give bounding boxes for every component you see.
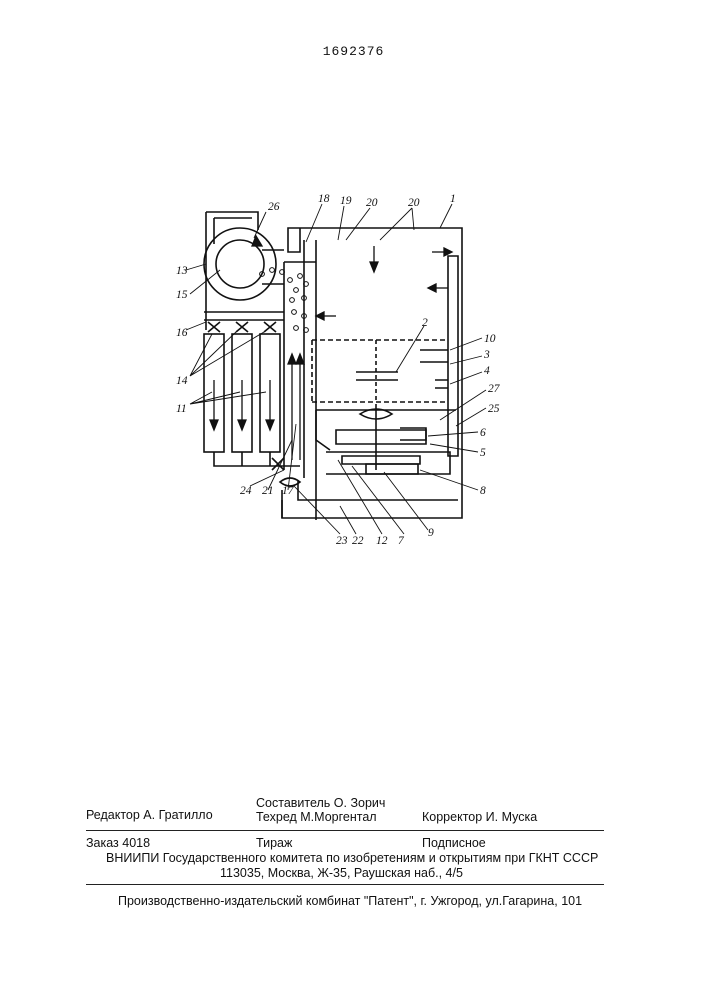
figure-label: 20 — [366, 197, 378, 209]
figure-label: 13 — [176, 265, 188, 277]
figure-label: 20 — [408, 197, 420, 209]
address: 113035, Москва, Ж-35, Раушская наб., 4/5 — [220, 866, 463, 880]
figure-label: 27 — [488, 383, 501, 395]
figure-label: 10 — [484, 333, 496, 345]
compiler: Составитель О. Зорич — [256, 796, 385, 810]
figure-label: 2 — [422, 317, 428, 329]
corrector: Корректор И. Муска — [422, 810, 537, 824]
figure-label: 3 — [483, 349, 490, 361]
figure-label: 8 — [480, 485, 486, 497]
editor: Редактор А. Гратилло — [86, 808, 213, 822]
figure-label: 18 — [318, 193, 330, 205]
divider-bottom — [86, 884, 604, 885]
figure-label: 4 — [484, 365, 490, 377]
figure-label: 7 — [398, 535, 405, 547]
figure-label: 26 — [268, 201, 280, 213]
figure-label: 1 — [450, 193, 456, 205]
order-number: Заказ 4018 — [86, 836, 150, 850]
subscription: Подписное — [422, 836, 486, 850]
circulation: Тираж — [256, 836, 292, 850]
publisher: Производственно-издательский комбинат "П… — [118, 894, 582, 908]
figure-label: 22 — [352, 535, 364, 547]
figure-label: 12 — [376, 535, 388, 547]
tech-editor: Техред М.Моргентал — [256, 810, 377, 824]
figure-label: 16 — [176, 327, 188, 339]
technical-drawing: 26 18 19 20 20 1 13 15 16 14 11 2 10 3 4 27 256 5 8 24 21 17 2… — [0, 0, 707, 560]
figure-label: 21 — [262, 485, 274, 497]
figure-label: 5 — [480, 447, 486, 459]
divider-top — [86, 830, 604, 831]
figure-label: 19 — [340, 195, 352, 207]
figure-label: 17 — [282, 485, 295, 497]
figure-label: 15 — [176, 289, 188, 301]
figure-label: 24 — [240, 485, 252, 497]
institute: ВНИИПИ Государственного комитета по изоб… — [106, 851, 598, 865]
figure-label: 11 — [176, 403, 187, 415]
figure-label: 25 — [488, 403, 500, 415]
figure-label: 9 — [428, 527, 434, 539]
figure-label: 14 — [176, 375, 188, 387]
figure-label: 23 — [336, 535, 348, 547]
figure-label: 6 — [480, 427, 486, 439]
